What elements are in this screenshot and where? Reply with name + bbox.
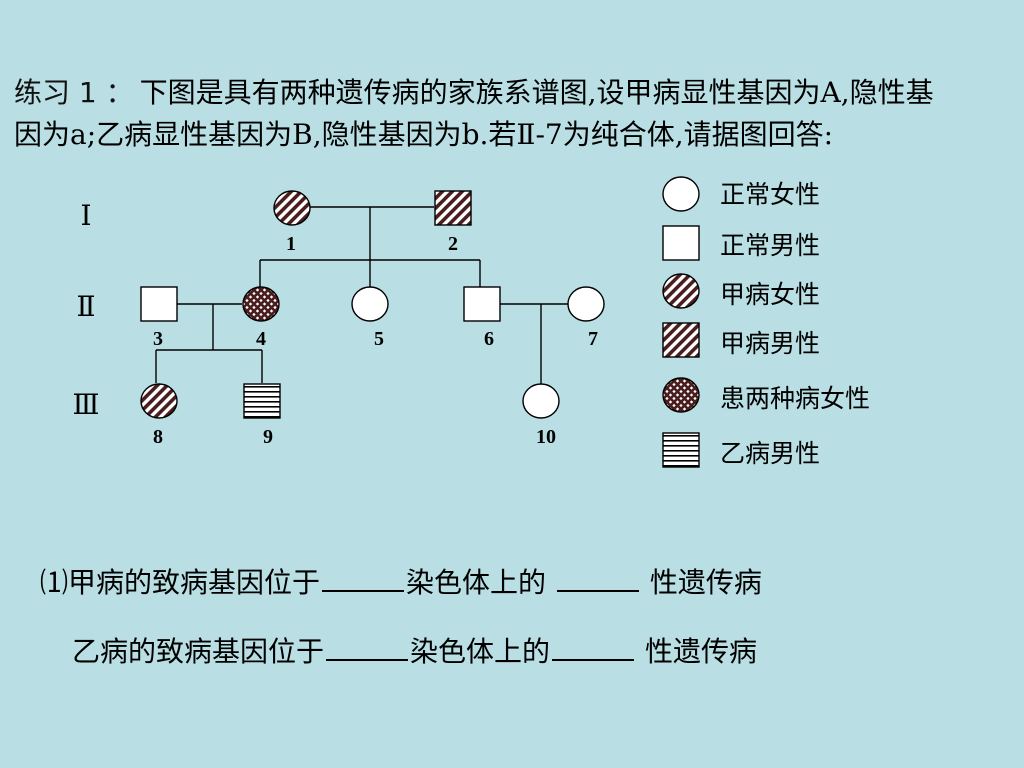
answer-blank-1a[interactable] — [322, 564, 405, 592]
legend-label-disease-a-male: 甲病男性 — [720, 330, 820, 358]
question-1: ⑴甲病的致病基因位于 染色体上的 性遗传病 — [40, 564, 762, 601]
individual-5 — [351, 286, 389, 322]
female-symbol — [662, 176, 700, 212]
female-symbol — [522, 383, 560, 419]
generation-label-1: Ⅰ — [80, 201, 91, 232]
individual-3 — [140, 286, 178, 322]
legend-symbol-disease-a-female — [662, 273, 700, 309]
intro-paragraph: 练习 1 ：下图是具有两种遗传病的家族系谱图,设甲病显性基因为A,隐性基因为a;… — [14, 72, 944, 156]
legend: 正常女性 正常男性 甲病女性 甲病男性 患两种病女性 乙病男性 — [662, 176, 870, 468]
intro-text: 下图是具有两种遗传病的家族系谱图,设甲病显性基因为A,隐性基因为a;乙病显性基因… — [14, 76, 934, 151]
individual-number-6: 6 — [484, 328, 494, 350]
female-symbol — [273, 190, 311, 226]
question-2: 乙病的致病基因位于 染色体上的 性遗传病 — [72, 633, 757, 670]
individual-2 — [434, 190, 472, 226]
generation-label-3: Ⅲ — [72, 390, 99, 421]
individual-number-7: 7 — [588, 328, 598, 350]
individual-4 — [242, 286, 280, 322]
female-symbol — [662, 377, 700, 413]
male-symbol — [243, 383, 281, 419]
legend-symbol-disease-a-male — [662, 322, 700, 358]
individual-number-9: 9 — [263, 426, 273, 448]
male-symbol — [662, 432, 700, 468]
legend-label-both-diseases-female: 患两种病女性 — [720, 385, 870, 413]
individual-8 — [140, 383, 178, 419]
answer-blank-2a[interactable] — [326, 633, 409, 661]
male-symbol — [463, 286, 501, 322]
legend-symbol-normal-male — [662, 225, 700, 261]
legend-label-normal-male: 正常男性 — [720, 232, 820, 260]
individual-number-5: 5 — [374, 328, 384, 350]
individual-number-8: 8 — [153, 426, 163, 448]
answer-blank-1b[interactable] — [556, 564, 639, 592]
legend-symbol-normal-female — [662, 176, 700, 212]
question-2-suffix: 性遗传病 — [644, 635, 757, 668]
legend-label-disease-b-male: 乙病男性 — [720, 440, 820, 468]
female-symbol — [567, 286, 605, 322]
question-1-mid: 染色体上的 — [406, 566, 547, 599]
exercise-label: 练习 1 ： — [14, 76, 134, 109]
legend-symbol-disease-b-male — [662, 432, 700, 468]
question-2-mid: 染色体上的 — [410, 635, 551, 668]
male-symbol — [434, 190, 472, 226]
legend-symbol-both-diseases-female — [662, 377, 700, 413]
question-1-suffix: 性遗传病 — [649, 566, 762, 599]
individual-number-10: 10 — [536, 426, 556, 448]
female-symbol — [140, 383, 178, 419]
female-symbol — [662, 273, 700, 309]
individual-7 — [567, 286, 605, 322]
individual-1 — [273, 190, 311, 226]
legend-label-disease-a-female: 甲病女性 — [720, 281, 820, 309]
question-2-prefix: 乙病的致病基因位于 — [72, 635, 325, 668]
pedigree-lines — [155, 206, 568, 384]
legend-label-normal-female: 正常女性 — [720, 181, 820, 209]
male-symbol — [140, 286, 178, 322]
individual-number-3: 3 — [153, 328, 163, 350]
individual-number-2: 2 — [448, 233, 458, 255]
individual-number-1: 1 — [286, 233, 296, 255]
generation-label-2: Ⅱ — [76, 292, 95, 323]
female-symbol — [351, 286, 389, 322]
individual-number-4: 4 — [256, 328, 266, 350]
female-symbol — [242, 286, 280, 322]
answer-blank-2b[interactable] — [552, 633, 635, 661]
male-symbol — [662, 225, 700, 261]
male-symbol — [662, 322, 700, 358]
question-1-prefix: ⑴甲病的致病基因位于 — [40, 566, 321, 599]
individual-6 — [463, 286, 501, 322]
individual-9 — [243, 383, 281, 419]
individual-10 — [522, 383, 560, 419]
